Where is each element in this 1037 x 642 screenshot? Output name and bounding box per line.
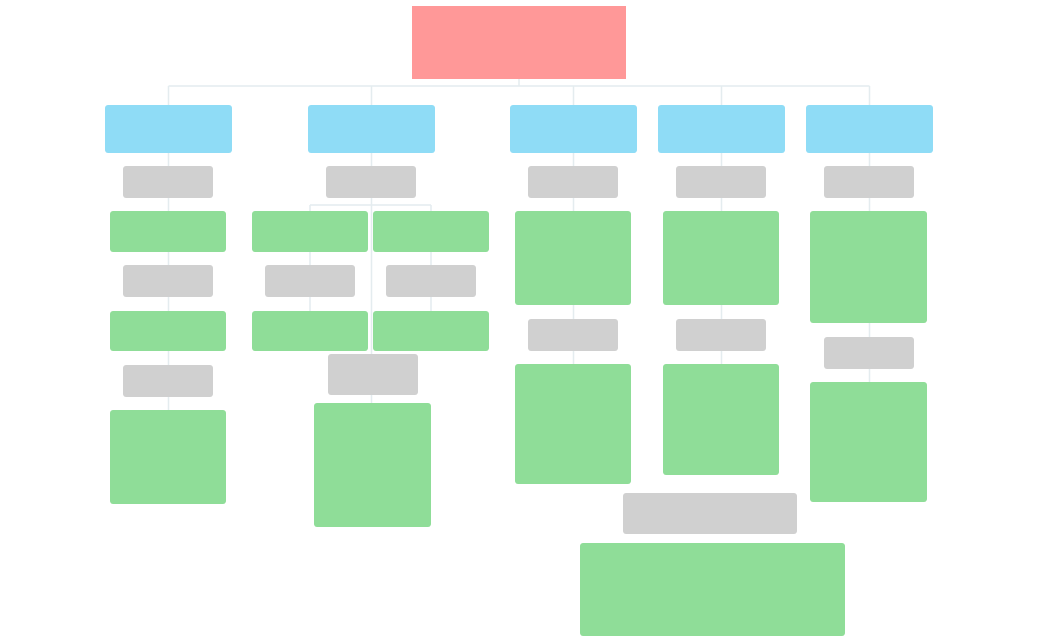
content-node — [515, 364, 631, 484]
content-node — [252, 211, 368, 252]
connector-node — [265, 265, 355, 297]
shared-connector-node — [623, 493, 797, 534]
connector-node — [824, 166, 914, 198]
content-node — [373, 211, 489, 252]
content-node — [663, 211, 779, 305]
root-node — [412, 6, 626, 79]
category-node — [806, 105, 933, 153]
connector-node — [528, 166, 618, 198]
shared-content-node — [580, 543, 845, 636]
content-node — [810, 382, 927, 502]
category-node — [105, 105, 232, 153]
content-node — [110, 211, 226, 252]
content-node — [663, 364, 779, 475]
connector-node — [528, 319, 618, 351]
content-node — [110, 410, 226, 504]
connector-node — [328, 354, 418, 395]
connector-node — [386, 265, 476, 297]
category-node — [658, 105, 785, 153]
content-node — [110, 311, 226, 351]
content-node — [810, 211, 927, 323]
connector-node — [326, 166, 416, 198]
connector-node — [123, 166, 213, 198]
content-node — [515, 211, 631, 305]
category-node — [510, 105, 637, 153]
category-node — [308, 105, 435, 153]
connector-node — [676, 319, 766, 351]
connector-node — [676, 166, 766, 198]
content-node — [314, 403, 431, 527]
connector-node — [123, 265, 213, 297]
content-node — [252, 311, 368, 351]
content-node — [373, 311, 489, 351]
connector-node — [824, 337, 914, 369]
connector-node — [123, 365, 213, 397]
